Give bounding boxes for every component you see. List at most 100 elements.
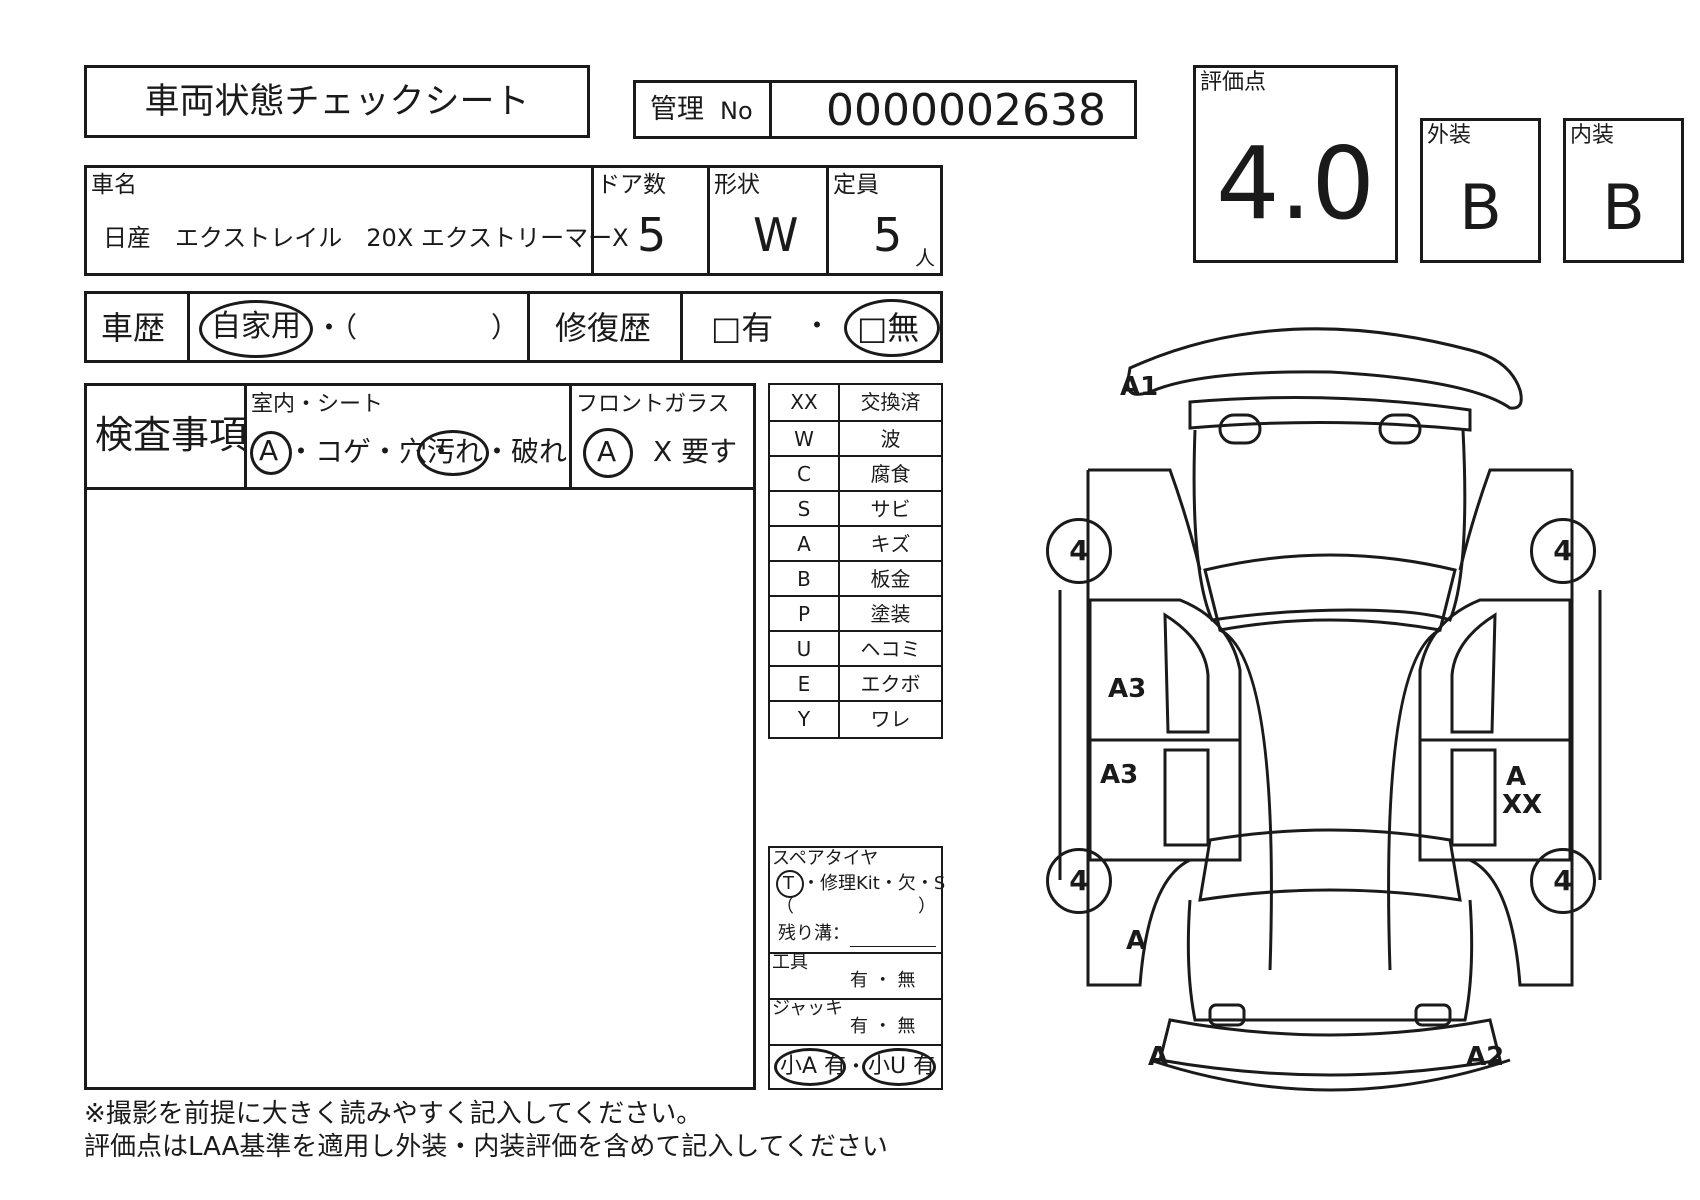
interior-tear: ・破れ xyxy=(483,435,568,468)
jack-label: ジャッキ xyxy=(772,998,844,1019)
capacity-label: 定員 xyxy=(833,172,879,198)
small-u-ring xyxy=(862,1048,936,1086)
tools-options: 有 ・ 無 xyxy=(850,970,916,991)
interior-dirt-ring xyxy=(417,430,489,476)
legend-row: Y ワレ xyxy=(770,700,941,737)
mark-left-rear-door: A3 xyxy=(1100,760,1139,790)
door-fr xyxy=(1418,598,1572,742)
interior-label: 室内・シート xyxy=(251,392,384,417)
tire-rr: 4 xyxy=(1530,848,1596,914)
hood xyxy=(1188,396,1472,432)
mark-front-bumper: A1 xyxy=(1120,372,1159,402)
tools-label: 工具 xyxy=(772,952,808,973)
shape-value: W xyxy=(753,208,799,262)
fender-rl xyxy=(1086,858,1191,987)
interior-dirt: 汚れ xyxy=(427,435,484,468)
legend-name: 板金 xyxy=(870,567,911,591)
legend-code: C xyxy=(770,457,840,492)
legend-name: 腐食 xyxy=(870,462,911,486)
spare-label: スペアタイヤ xyxy=(772,848,879,869)
window-fl xyxy=(1163,612,1210,734)
windshield xyxy=(1203,553,1457,632)
tire-fr-value: 4 xyxy=(1553,534,1573,567)
legend-name: ヘコミ xyxy=(860,637,921,661)
history-close: ） xyxy=(491,311,520,344)
capacity-value: 5 xyxy=(873,208,903,262)
tire-fl-value: 4 xyxy=(1069,534,1089,567)
window-rl xyxy=(1163,748,1210,847)
vehicle-name-label: 車名 xyxy=(91,172,137,198)
tire-rl: 4 xyxy=(1046,848,1112,914)
taillight-left xyxy=(1208,1003,1246,1027)
spare-box: スペアタイヤ T ・修理Kit・欠・S （ ） 残り溝： 工具 有 ・ 無 ジャ… xyxy=(768,846,946,1090)
tailgate xyxy=(1186,899,1474,1022)
legend-row: XX 交換済 xyxy=(770,385,941,420)
repair-yes: □有 xyxy=(711,309,774,347)
mark-left-rear-fender: A xyxy=(1126,926,1147,956)
legend-code: W xyxy=(770,422,840,457)
grade-exterior-value: B xyxy=(1459,171,1502,244)
legend-code: P xyxy=(770,597,840,632)
spare-paren-open: （ xyxy=(776,896,794,917)
sheet-title: 車両状態チェックシート xyxy=(144,82,530,122)
history-selected: 自家用 xyxy=(211,309,301,344)
door-rl xyxy=(1088,738,1242,862)
legend-name: サビ xyxy=(870,497,911,521)
spare-t: T xyxy=(783,873,794,894)
legend-row: E エクボ xyxy=(770,665,941,702)
tire-rr-value: 4 xyxy=(1553,864,1573,897)
headlight-left xyxy=(1218,413,1262,445)
repair-no: □無 xyxy=(857,309,920,347)
legend-row: B 板金 xyxy=(770,560,941,597)
capacity-unit: 人 xyxy=(915,246,935,270)
legend-name: 塗装 xyxy=(870,602,911,626)
history-box: 車歴 自家用 ・（ ） 修復歴 □有 ・ □無 xyxy=(84,291,943,363)
grade-score-box: 評価点 4.0 xyxy=(1193,65,1398,263)
history-sep: ・（ xyxy=(315,311,358,344)
legend-code: B xyxy=(770,562,840,597)
door-fl xyxy=(1088,598,1242,742)
headlight-right xyxy=(1378,413,1422,445)
sheet-title-box: 車両状態チェックシート xyxy=(84,65,590,138)
legend-code: E xyxy=(770,667,840,702)
rear-bumper xyxy=(1158,1018,1502,1077)
history-selected-ring xyxy=(199,300,313,358)
note-line-2: 評価点はLAA基準を適用し外装・内装評価を含めて記入してください xyxy=(84,1132,888,1162)
mark-left-front-door: A3 xyxy=(1108,674,1147,704)
legend-name: 交換済 xyxy=(860,390,921,414)
windshield-a: A xyxy=(597,435,617,468)
spare-options: ・修理Kit・欠・S xyxy=(802,873,946,894)
taillight-right xyxy=(1414,1003,1452,1027)
vehicle-name-value: 日産 エクストレイル 20X エクストリーマーX xyxy=(103,224,629,252)
legend-name: キズ xyxy=(870,532,911,556)
grade-interior-box: 内装 B xyxy=(1563,118,1684,263)
car-diagram xyxy=(1058,327,1602,1092)
jack-options: 有 ・ 無 xyxy=(850,1016,916,1037)
legend-name: エクボ xyxy=(860,672,921,696)
legend-code: Y xyxy=(770,702,840,737)
interior-a-ring xyxy=(250,431,292,475)
repair-no-ring xyxy=(844,299,940,357)
small-a: 小A 有 xyxy=(780,1054,847,1079)
legend-name: ワレ xyxy=(870,707,911,731)
inspection-label: 検査事項 xyxy=(95,413,248,457)
door-rr xyxy=(1418,738,1572,862)
history-label: 車歴 xyxy=(101,309,166,347)
windshield-a-ring xyxy=(583,428,633,478)
shape-label: 形状 xyxy=(714,172,760,198)
small-a-ring xyxy=(774,1048,846,1086)
spare-t-ring xyxy=(776,870,804,898)
spare-tread-label: 残り溝： xyxy=(778,923,850,944)
mgmt-no-box: 管理 No 0000002638 xyxy=(633,80,1137,139)
grade-interior-label: 内装 xyxy=(1570,123,1615,148)
mark-rear-bumper-right: A2 xyxy=(1466,1042,1505,1072)
window-rr xyxy=(1450,748,1497,847)
legend-code: XX xyxy=(770,385,840,420)
fender-rr xyxy=(1469,858,1574,987)
small-dot: ・ xyxy=(846,1054,866,1078)
grade-score-label: 評価点 xyxy=(1200,70,1267,95)
